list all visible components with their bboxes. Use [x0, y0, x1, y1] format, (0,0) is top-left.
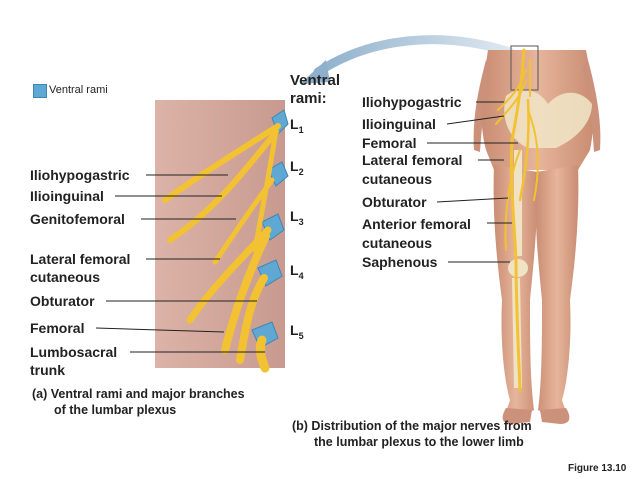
label-a-femoral: Femoral — [30, 320, 85, 336]
label-b-femoral: Femoral — [362, 135, 417, 151]
lumbar-plexus-nerves — [162, 123, 281, 373]
ventral-rami-title-line2: rami: — [290, 90, 327, 107]
root-l4: L4 — [290, 262, 304, 281]
panel-a-leader-lines — [95, 174, 265, 353]
label-b-lateral-femoral: Lateral femoral — [362, 152, 463, 168]
panel-a-illustration — [95, 100, 289, 373]
panel-b-body — [427, 45, 601, 424]
label-a-lateral-femoral: Lateral femoral — [30, 251, 131, 267]
label-a-lumbosacral: Lumbosacral — [30, 344, 118, 360]
label-a-iliohypogastric: Iliohypogastric — [30, 167, 130, 183]
label-a-trunk: trunk — [30, 362, 65, 378]
label-b-obturator: Obturator — [362, 194, 427, 210]
panel-b-leader-lines — [427, 101, 518, 263]
ventral-rami-title-line1: Ventral — [290, 72, 341, 89]
label-b-ilioinguinal: Ilioinguinal — [362, 116, 436, 132]
pointer-arrow — [300, 35, 515, 84]
caption-b-line2: the lumbar plexus to the lower limb — [314, 435, 524, 449]
root-l5: L5 — [290, 322, 304, 341]
label-a-obturator: Obturator — [30, 293, 95, 309]
label-b-anterior-femoral: Anterior femoral — [362, 216, 471, 232]
root-l1: L1 — [290, 116, 304, 135]
label-a-cutaneous: cutaneous — [30, 269, 101, 285]
figure-label: Figure 13.10 — [568, 463, 627, 474]
label-a-genitofemoral: Genitofemoral — [30, 211, 125, 227]
label-b-cutaneous-1: cutaneous — [362, 171, 433, 187]
label-b-saphenous: Saphenous — [362, 254, 438, 270]
label-a-ilioinguinal: Ilioinguinal — [30, 188, 104, 204]
label-b-iliohypogastric: Iliohypogastric — [362, 94, 462, 110]
ventral-rami-roots — [251, 109, 289, 349]
caption-a-line2: of the lumbar plexus — [54, 403, 177, 417]
legend-label: Ventral rami — [49, 84, 108, 96]
root-l3: L3 — [290, 208, 304, 227]
root-l2: L2 — [290, 158, 304, 177]
caption-b-line1: (b) Distribution of the major nerves fro… — [292, 419, 532, 433]
legend-swatch — [33, 84, 47, 98]
caption-a-line1: (a) Ventral rami and major branches — [32, 387, 245, 401]
label-b-cutaneous-2: cutaneous — [362, 235, 433, 251]
